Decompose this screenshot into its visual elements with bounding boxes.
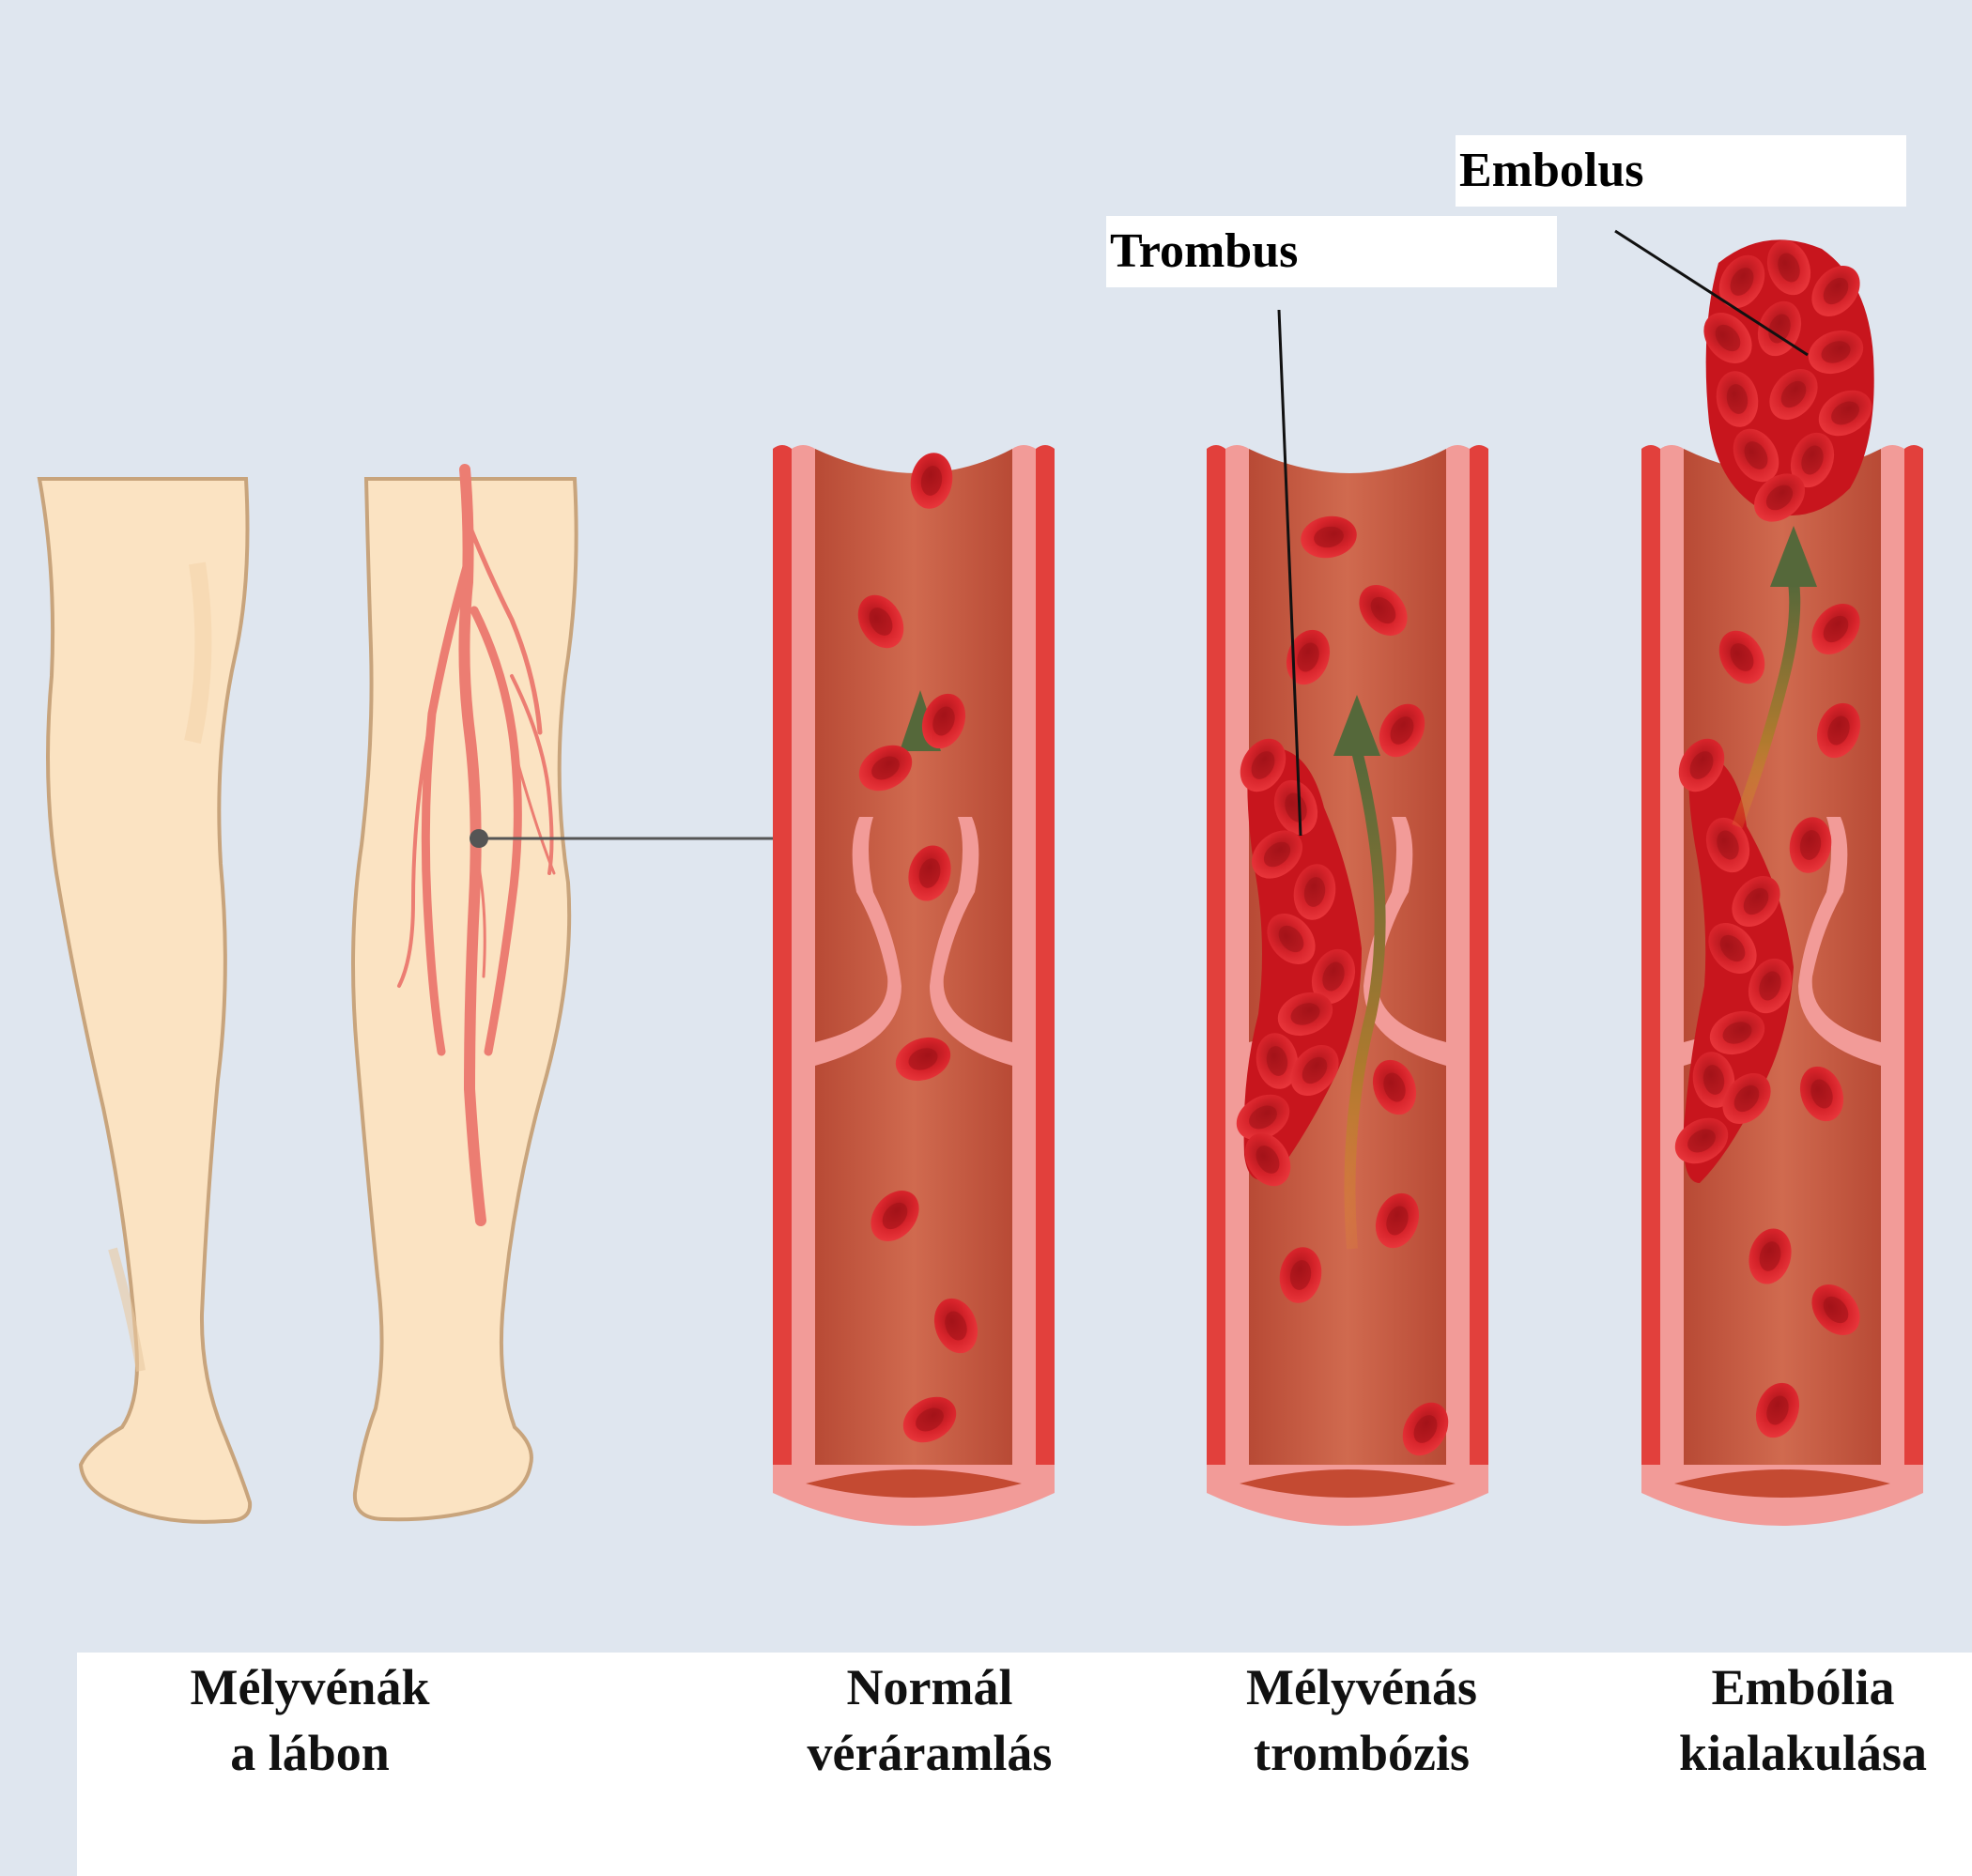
trombus-label: Trombus (1106, 216, 1557, 287)
caption-embolism-line1: Embólia (1711, 1659, 1895, 1715)
thrombus-clot (1228, 730, 1363, 1194)
caption-normal-flow-line2: véráramlás (807, 1725, 1053, 1781)
caption-embolism-line2: kialakulása (1678, 1725, 1928, 1781)
caption-embolism: Embólia kialakulása (1634, 1654, 1972, 1786)
vessel-normal (773, 445, 1055, 1526)
caption-panel (77, 1653, 1972, 1876)
caption-normal-flow-line1: Normál (846, 1659, 1013, 1715)
vessel-thrombosis (1207, 309, 1488, 1526)
vessel-embolism (1641, 445, 1923, 1526)
leg-front (37, 477, 253, 1524)
caption-deep-veins: Mélyvénák a lábon (141, 1654, 479, 1786)
caption-thrombosis-line1: Mélyvénás (1246, 1659, 1477, 1715)
residual-clot (1667, 730, 1799, 1183)
embolus-label: Embolus (1456, 135, 1906, 207)
embolus-clot (1614, 229, 1880, 532)
caption-deep-veins-line2: a lábon (230, 1725, 390, 1781)
leg-back-with-veins (351, 464, 787, 1522)
caption-thrombosis: Mélyvénás trombózis (1183, 1654, 1540, 1786)
caption-thrombosis-line2: trombózis (1254, 1725, 1470, 1781)
caption-normal-flow: Normál véráramlás (751, 1654, 1108, 1786)
caption-deep-veins-line1: Mélyvénák (190, 1659, 430, 1715)
